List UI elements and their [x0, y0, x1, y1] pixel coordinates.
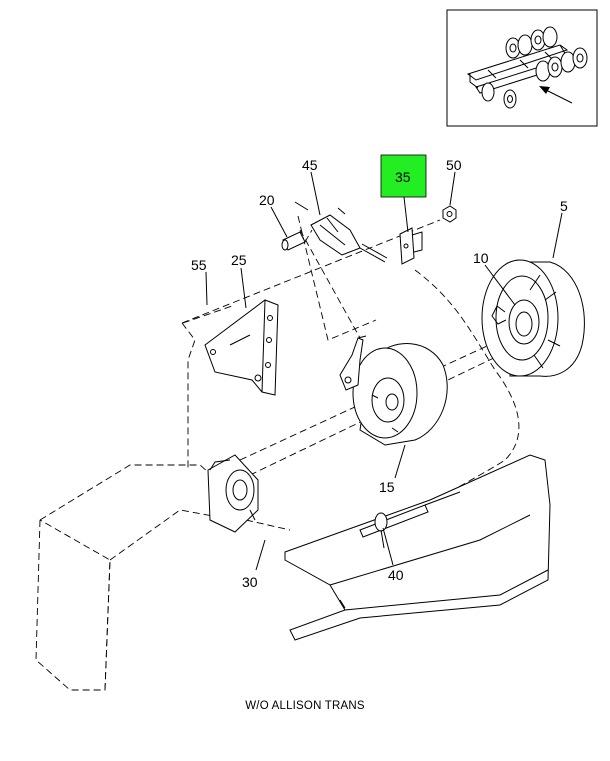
callout-40: 40 — [388, 567, 404, 583]
diagram-caption: W/O ALLISON TRANS — [245, 700, 365, 712]
frame-rail — [284, 454, 551, 641]
callout-35: 35 — [395, 169, 411, 185]
highlight-box-35 — [380, 154, 427, 198]
callout-45: 45 — [302, 157, 318, 173]
callout-50: 50 — [446, 157, 462, 173]
brake-drum — [481, 259, 585, 377]
callout-15: 15 — [379, 479, 395, 495]
callout-5: 5 — [560, 198, 568, 214]
cable-clamp — [359, 491, 461, 549]
clevis-linkage — [281, 201, 388, 263]
locator-inset — [446, 9, 598, 127]
callout-30: 30 — [242, 574, 258, 590]
brake-assembly — [339, 335, 448, 446]
transmission-housing — [35, 454, 259, 691]
callout-labels: 5 10 15 20 25 30 35 40 45 50 55 — [191, 157, 568, 590]
mounting-bracket — [204, 299, 279, 396]
leader-lines — [205, 171, 563, 571]
callout-55: 55 — [191, 257, 207, 273]
hex-nut — [442, 205, 457, 223]
callout-10: 10 — [473, 250, 489, 266]
callout-25: 25 — [231, 252, 247, 268]
callout-20: 20 — [259, 192, 275, 208]
cable-clip — [399, 227, 423, 265]
